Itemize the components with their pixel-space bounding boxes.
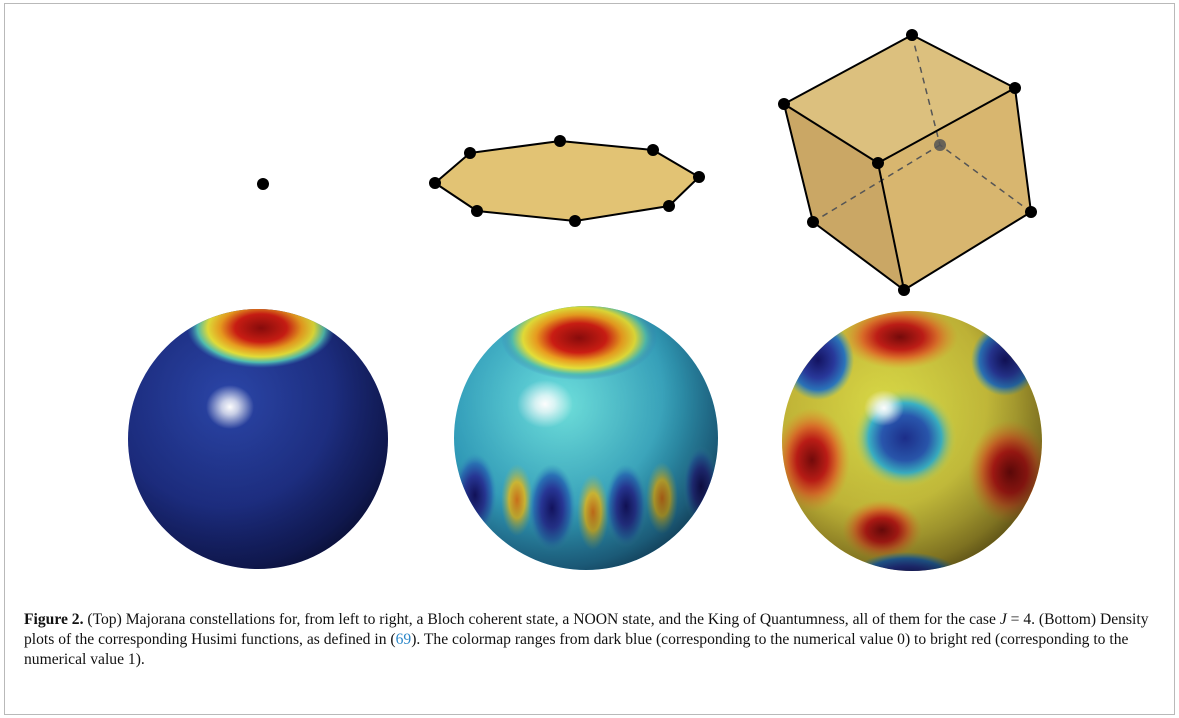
constellation-bloch-coherent [257, 178, 269, 190]
caption-text-part1: (Top) Majorana constellations for, from … [83, 611, 1000, 628]
figure-label: Figure 2. [24, 611, 84, 628]
constellation-king-of-quantumness-cube [778, 29, 1037, 296]
majorana-points [778, 29, 1037, 296]
figure-caption: Figure 2. (Top) Majorana constellations … [24, 610, 1154, 670]
cube-right-face [878, 88, 1031, 290]
caption-math-J: J [999, 611, 1007, 628]
majorana-point [257, 178, 269, 190]
equation-reference-link[interactable]: 69 [395, 631, 412, 648]
husimi-sphere-king-of-quantumness [782, 311, 1042, 571]
cube-left-face [784, 104, 904, 290]
husimi-sphere-noon [454, 306, 718, 570]
husimi-sphere-bloch-coherent [128, 309, 388, 569]
figure-graphics [128, 29, 1042, 571]
caption-text-part3: ). The colormap ranges from dark blue (c… [24, 631, 1129, 668]
majorana-points [429, 135, 705, 227]
cube-top-face [784, 35, 1015, 163]
caption-text-part2: = 4. (Bottom) Density plots of the corre… [24, 611, 1149, 648]
constellation-noon [429, 135, 705, 227]
